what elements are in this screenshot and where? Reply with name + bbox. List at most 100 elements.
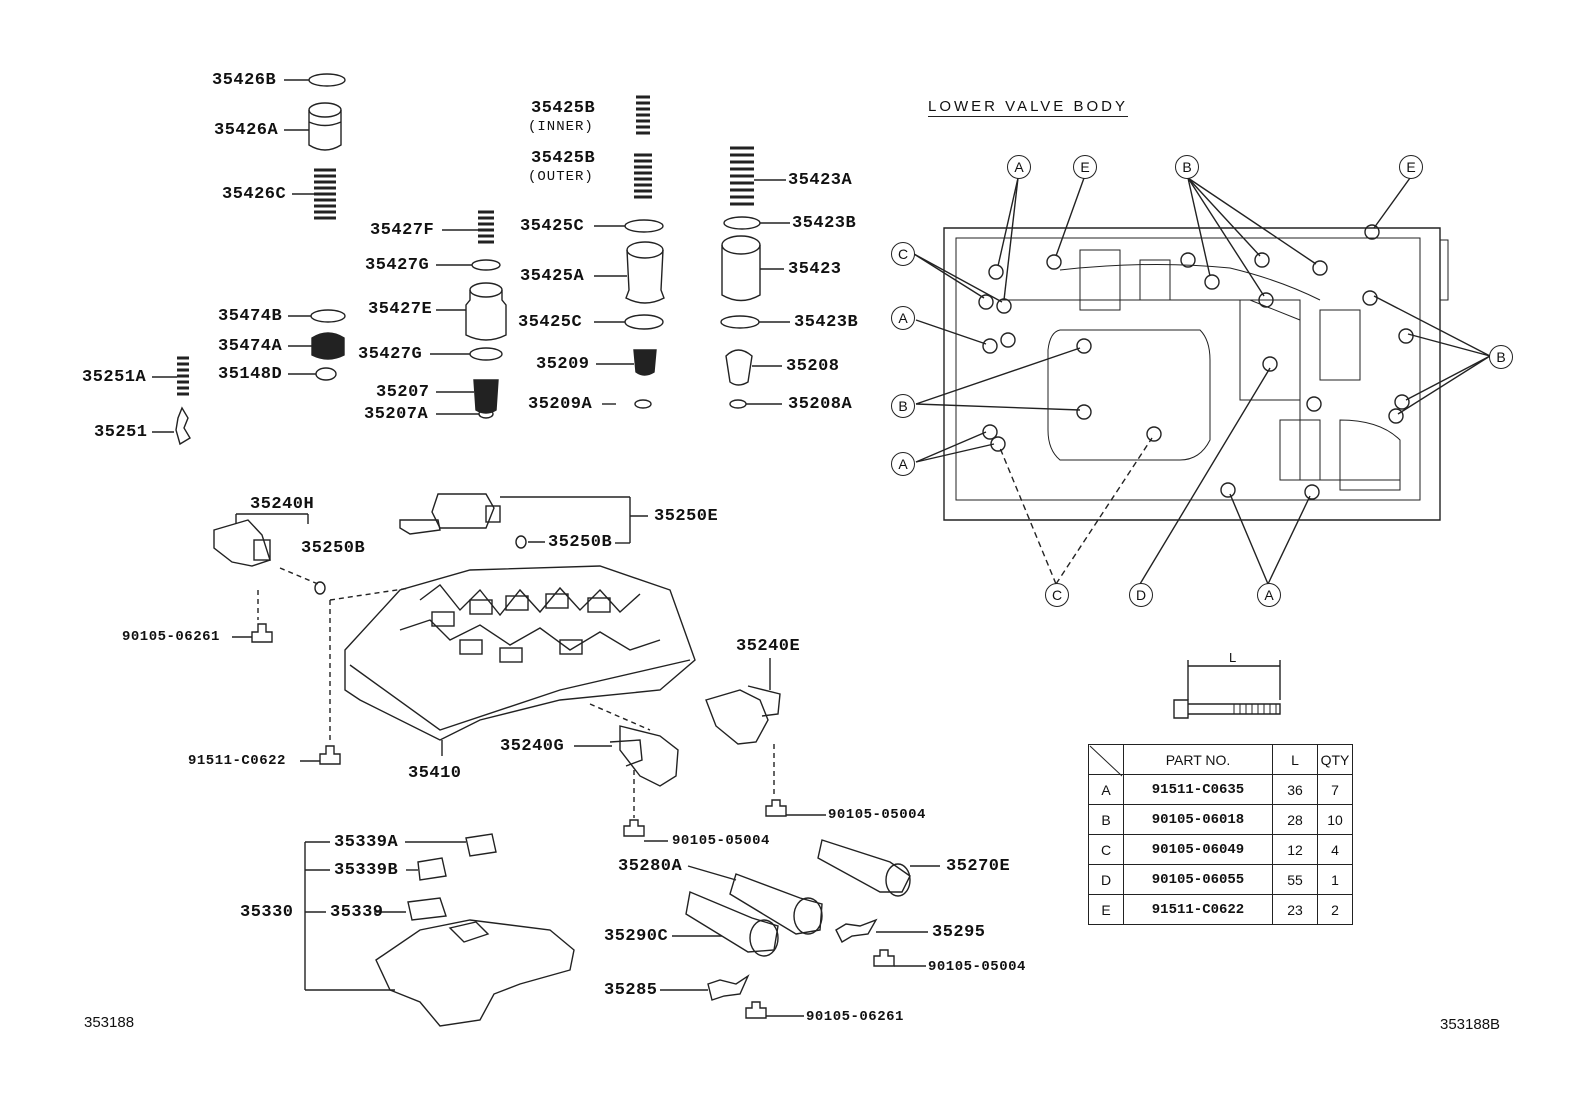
part-35209A-clip xyxy=(602,399,652,409)
label-35474A: 35474A xyxy=(218,337,283,356)
solenoid-35240H xyxy=(213,513,309,620)
label-35251: 35251 xyxy=(94,423,148,442)
label-35209A: 35209A xyxy=(528,395,593,414)
label-35290C: 35290C xyxy=(604,927,669,946)
row-part-no: 91511-C0622 xyxy=(1123,894,1273,925)
bolt-91511-C0622 xyxy=(300,745,341,765)
label-35295: 35295 xyxy=(932,923,986,942)
bolt-90105-06261-a xyxy=(232,623,273,643)
row-key: D xyxy=(1088,864,1124,895)
row-qty: 2 xyxy=(1317,894,1353,925)
label-35250B-1: 35250B xyxy=(301,539,366,558)
label-35474B: 35474B xyxy=(218,307,283,326)
bolt-90105-05004-a xyxy=(765,799,826,817)
label-outer: (OUTER) xyxy=(528,169,594,185)
lower-valve-body-drawing xyxy=(913,177,1491,585)
part-35423A-spring xyxy=(730,146,786,206)
solenoid-35250E xyxy=(279,493,648,595)
label-35208A: 35208A xyxy=(788,395,853,414)
table-header-row: PART NO. L QTY xyxy=(1088,744,1353,775)
part-35427G-ring-2 xyxy=(430,347,503,361)
row-length: 36 xyxy=(1272,774,1318,805)
label-35423B-1: 35423B xyxy=(792,214,857,233)
row-qty: 7 xyxy=(1317,774,1353,805)
label-35426B: 35426B xyxy=(212,71,277,90)
part-35474B-ring xyxy=(288,309,346,323)
label-90105-06261-a: 90105-06261 xyxy=(122,629,220,645)
row-key: B xyxy=(1088,804,1124,835)
label-35425C-1: 35425C xyxy=(520,217,585,236)
part-35423B-ring-1 xyxy=(723,216,790,230)
part-35426C-spring xyxy=(292,168,336,220)
header-l: L xyxy=(1272,744,1318,775)
row-key: A xyxy=(1088,774,1124,805)
table-row: A 91511-C0635 36 7 xyxy=(1088,774,1353,805)
label-35250B-2: 35250B xyxy=(548,533,613,552)
sensor-35270E xyxy=(817,839,940,897)
table-row: E 91511-C0622 23 2 xyxy=(1088,894,1353,925)
label-91511-C0622: 91511-C0622 xyxy=(188,753,286,769)
part-35425C-ring-1 xyxy=(594,219,664,233)
label-inner: (INNER) xyxy=(528,119,594,135)
label-35425A: 35425A xyxy=(520,267,585,286)
part-35425B-inner-spring xyxy=(636,95,650,135)
label-35425B-outer: 35425B xyxy=(531,149,596,168)
label-35423: 35423 xyxy=(788,260,842,279)
row-part-no: 90105-06049 xyxy=(1123,834,1273,865)
row-part-no: 91511-C0635 xyxy=(1123,774,1273,805)
label-90105-05004-b: 90105-05004 xyxy=(672,833,770,849)
label-35148D: 35148D xyxy=(218,365,283,384)
header-qty: QTY xyxy=(1317,744,1353,775)
label-35270E: 35270E xyxy=(946,857,1011,876)
label-35280A: 35280A xyxy=(618,857,683,876)
row-key: C xyxy=(1088,834,1124,865)
part-35427G-ring-1 xyxy=(436,259,501,271)
part-35426A-plug xyxy=(284,102,342,151)
row-qty: 10 xyxy=(1317,804,1353,835)
solenoid-35240E xyxy=(705,658,781,796)
label-35425B-inner: 35425B xyxy=(531,99,596,118)
sensor-35290C xyxy=(672,891,779,957)
callout-e1: E xyxy=(1073,155,1097,179)
callout-b3: B xyxy=(891,394,915,418)
bolt-90105-06261-b xyxy=(745,1001,804,1019)
footer-right-code: 353188B xyxy=(1440,1016,1501,1033)
filter-group-35330 xyxy=(304,833,575,1027)
label-35250E: 35250E xyxy=(654,507,719,526)
part-35209-plug xyxy=(596,349,657,376)
row-part-no: 90105-06055 xyxy=(1123,864,1273,895)
bolt-90105-05004-c xyxy=(873,949,926,967)
row-length: 23 xyxy=(1272,894,1318,925)
label-35240G: 35240G xyxy=(500,737,565,756)
callout-c2: C xyxy=(1045,583,1069,607)
row-length: 12 xyxy=(1272,834,1318,865)
part-35426B-oring xyxy=(284,73,346,87)
row-qty: 1 xyxy=(1317,864,1353,895)
header-part-no: PART NO. xyxy=(1123,744,1273,775)
label-35423B-2: 35423B xyxy=(794,313,859,332)
callout-d1: D xyxy=(1129,583,1153,607)
callout-b2: B xyxy=(1489,345,1513,369)
row-length: 55 xyxy=(1272,864,1318,895)
sensor-35280A xyxy=(687,865,823,935)
part-35207-plug xyxy=(436,379,499,414)
label-35339B: 35339B xyxy=(334,861,399,880)
valve-body-35410 xyxy=(329,565,696,756)
label-35285: 35285 xyxy=(604,981,658,1000)
row-length: 28 xyxy=(1272,804,1318,835)
label-35427E: 35427E xyxy=(368,300,433,319)
label-35427G-1: 35427G xyxy=(365,256,430,275)
part-35148D-ring xyxy=(288,367,337,381)
part-35208A-clip xyxy=(729,399,782,409)
callout-a4: A xyxy=(1257,583,1281,607)
bolt-90105-05004-b xyxy=(623,819,668,842)
label-35209: 35209 xyxy=(536,355,590,374)
clamp-35295 xyxy=(835,918,928,943)
part-35425A-sleeve xyxy=(594,241,665,304)
part-35427F-spring xyxy=(442,210,494,244)
bolt-length-diagram xyxy=(1173,660,1281,719)
footer-left-code: 353188 xyxy=(84,1014,135,1031)
callout-e2: E xyxy=(1399,155,1423,179)
label-35423A: 35423A xyxy=(788,171,853,190)
